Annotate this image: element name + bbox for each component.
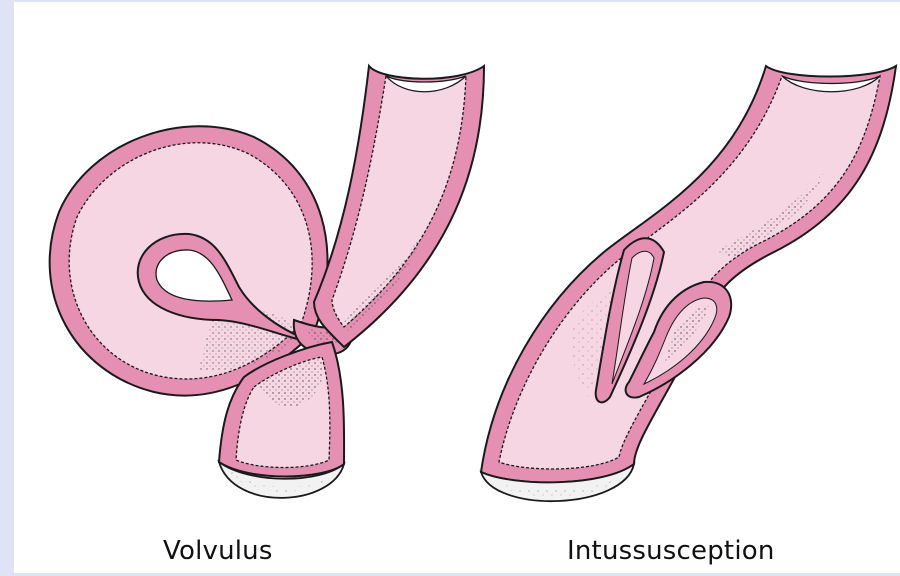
volvulus-illustration [50, 66, 484, 498]
intussusception-label: Intussusception [567, 536, 775, 572]
diagram-artwork [14, 2, 900, 573]
left-border-strip [0, 0, 14, 576]
diagram-figure [14, 2, 900, 573]
intussusception-illustration [481, 66, 896, 501]
volvulus-label: Volvulus [163, 536, 273, 572]
